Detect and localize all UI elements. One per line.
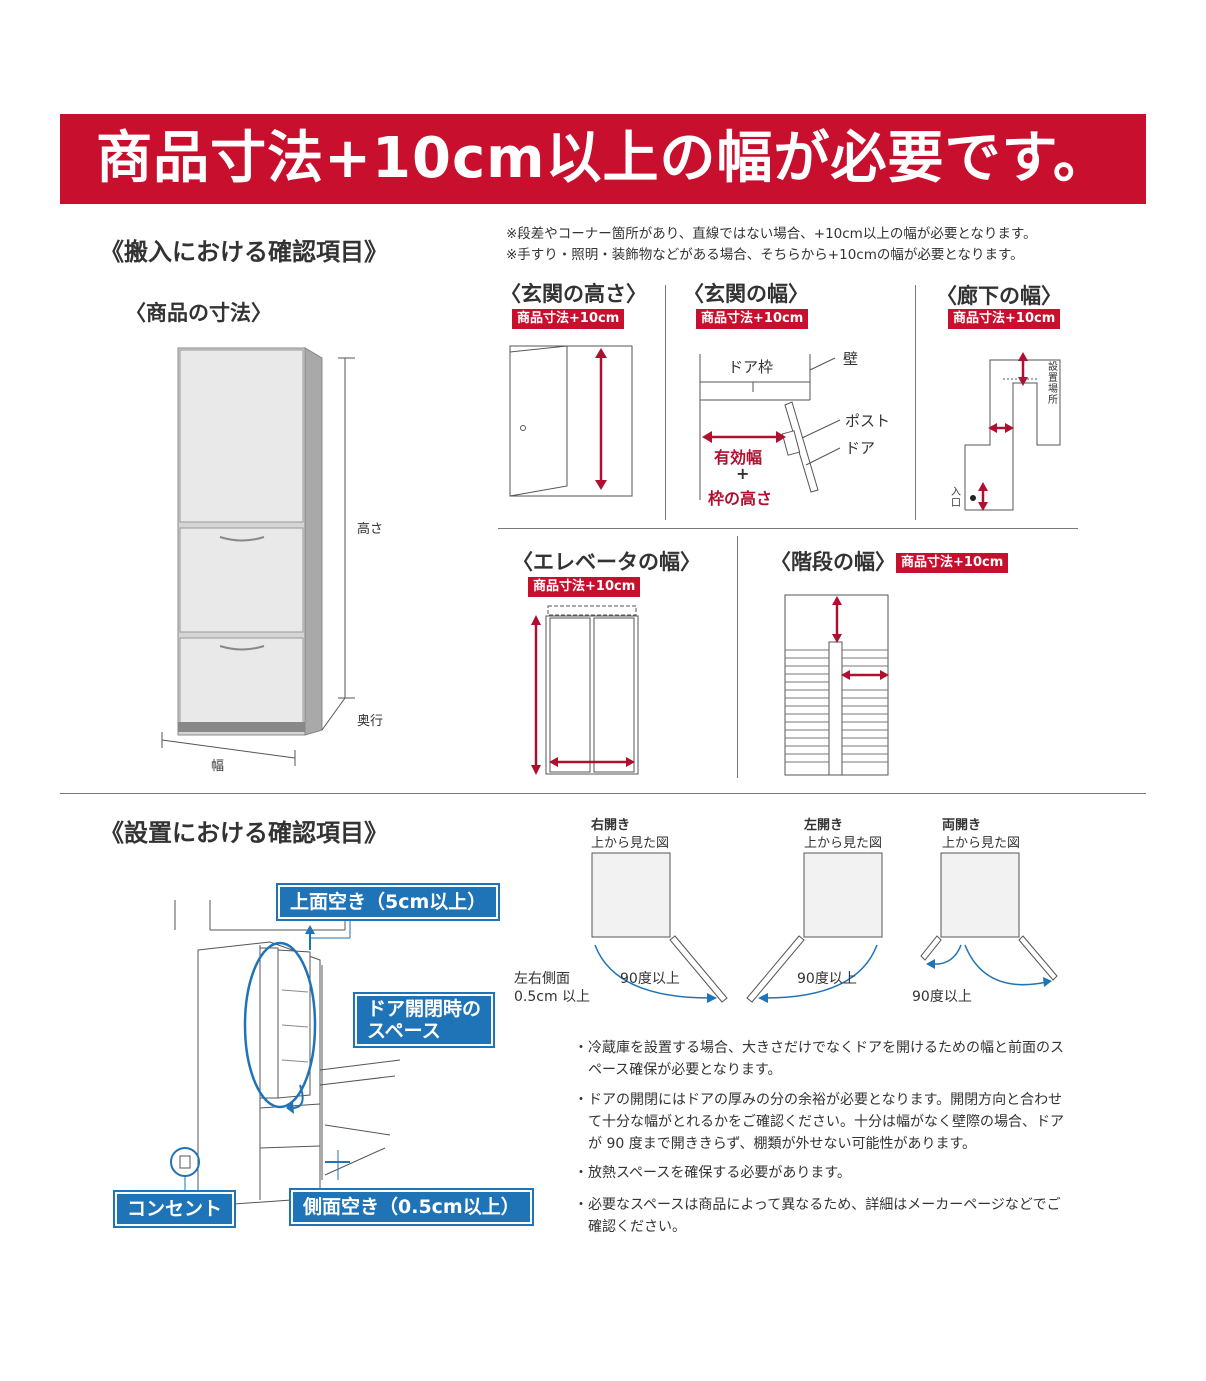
divider-2	[915, 285, 916, 520]
bullet-1-text: 冷蔵庫を設置する場合、大きさだけでなくドアを開けるための幅と前面のスペース確保が…	[588, 1040, 1064, 1078]
bullet-4-text: 必要なスペースは商品によって異なるため、詳細はメーカーページなどでご確認ください…	[588, 1197, 1061, 1235]
angle-double: 90度以上	[912, 989, 972, 1005]
top-clearance-label: 上面空き（5cm以上）	[275, 883, 501, 921]
bullet-3-dot: ・	[574, 1165, 588, 1181]
door-type-right-view: 上から見た図	[591, 836, 670, 851]
bullet-3: ・ 放熱スペースを確保する必要があります。	[574, 1162, 1074, 1184]
install-place-label: 設置場所	[1048, 362, 1058, 406]
angle-left: 90度以上	[797, 971, 857, 987]
divider-4	[737, 536, 738, 778]
plus-label: +	[736, 464, 750, 483]
bullet-4: ・ 必要なスペースは商品によって異なるため、詳細はメーカーページなどでご確認くだ…	[574, 1194, 1074, 1238]
divider-1	[665, 285, 666, 520]
entrance-height-heading: 〈玄関の高さ〉	[500, 282, 647, 306]
door-type-double: 両開き	[942, 818, 982, 833]
door-opening-diagrams	[591, 852, 1058, 1003]
section-divider	[60, 793, 1146, 794]
width-label: 幅	[211, 759, 225, 774]
elevator-diagram	[531, 605, 639, 775]
elevator-width-heading: 〈エレベータの幅〉	[512, 550, 701, 574]
bullet-2-dot: ・	[574, 1092, 588, 1108]
fridge-illustration	[161, 347, 355, 766]
note-1: ※段差やコーナー箇所があり、直線ではない場合、+10cm以上の幅が必要となります…	[506, 226, 1037, 242]
entrance-width-badge: 商品寸法+10cm	[696, 309, 809, 329]
door-label: ドア	[845, 439, 876, 457]
door-space-line-2: スペース	[367, 1020, 441, 1042]
banner-title: 商品寸法+10cm以上の幅が必要です。	[96, 126, 1110, 191]
hallway-width-badge: 商品寸法+10cm	[948, 309, 1061, 329]
entrance-height-badge: 商品寸法+10cm	[512, 309, 625, 329]
entrance-width-diagram	[699, 354, 841, 500]
door-type-left: 左開き	[804, 818, 844, 833]
bullet-1: ・ 冷蔵庫を設置する場合、大きさだけでなくドアを開けるための幅と前面のスペース確…	[574, 1037, 1074, 1081]
note-2: ※手すり・照明・装飾物などがある場合、そちらから+10cmの幅が必要となります。	[506, 247, 1024, 263]
carry-in-heading: 《搬入における確認項目》	[100, 238, 388, 266]
elevator-width-badge: 商品寸法+10cm	[528, 577, 641, 597]
depth-label: 奥行	[357, 714, 384, 729]
bullet-4-dot: ・	[574, 1197, 588, 1213]
door-type-left-view: 上から見た図	[804, 836, 883, 851]
side-gap-line-1: 左右側面	[514, 971, 570, 987]
door-space-line-1: ドア開閉時の	[367, 998, 482, 1020]
stairs-width-heading: 〈階段の幅〉	[770, 550, 896, 574]
wall-label: 壁	[843, 350, 859, 368]
stairs-width-badge: 商品寸法+10cm	[896, 553, 1009, 573]
installation-illustration	[170, 900, 401, 1206]
outlet-label: コンセント	[112, 1190, 237, 1228]
bullet-2-text: ドアの開閉にはドアの厚みの分の余裕が必要となります。開閉方向と合わせて十分な幅が…	[588, 1092, 1064, 1152]
effective-width-label: 有効幅	[714, 448, 763, 467]
side-gap-line-2: 0.5cm 以上	[514, 989, 591, 1005]
divider-3	[498, 528, 1078, 529]
door-type-right: 右開き	[591, 818, 631, 833]
door-space-label: ドア開閉時の スペース	[352, 992, 496, 1048]
door-frame-label: ドア枠	[728, 358, 774, 376]
stairs-diagram	[784, 594, 889, 776]
frame-height-label: 枠の高さ	[708, 489, 773, 508]
side-clearance-label: 側面空き（0.5cm以上）	[289, 1188, 534, 1226]
angle-right: 90度以上	[620, 971, 680, 987]
installation-heading: 《設置における確認項目》	[100, 819, 388, 847]
product-dims-heading: 〈商品の寸法〉	[125, 301, 272, 325]
hallway-diagram	[964, 352, 1061, 511]
post-label: ポスト	[845, 412, 891, 430]
door-type-double-view: 上から見た図	[942, 836, 1021, 851]
entrance-width-heading: 〈玄関の幅〉	[683, 282, 809, 306]
header-banner: 商品寸法+10cm以上の幅が必要です。	[60, 114, 1146, 204]
bullet-3-text: 放熱スペースを確保する必要があります。	[588, 1165, 851, 1181]
entrance-label: 入口	[951, 487, 961, 509]
bullet-1-dot: ・	[574, 1040, 588, 1056]
height-label: 高さ	[357, 522, 384, 537]
bullet-2: ・ ドアの開閉にはドアの厚みの分の余裕が必要となります。開閉方向と合わせて十分な…	[574, 1089, 1074, 1155]
hallway-width-heading: 〈廊下の幅〉	[936, 284, 1062, 308]
entrance-height-diagram	[509, 345, 633, 497]
